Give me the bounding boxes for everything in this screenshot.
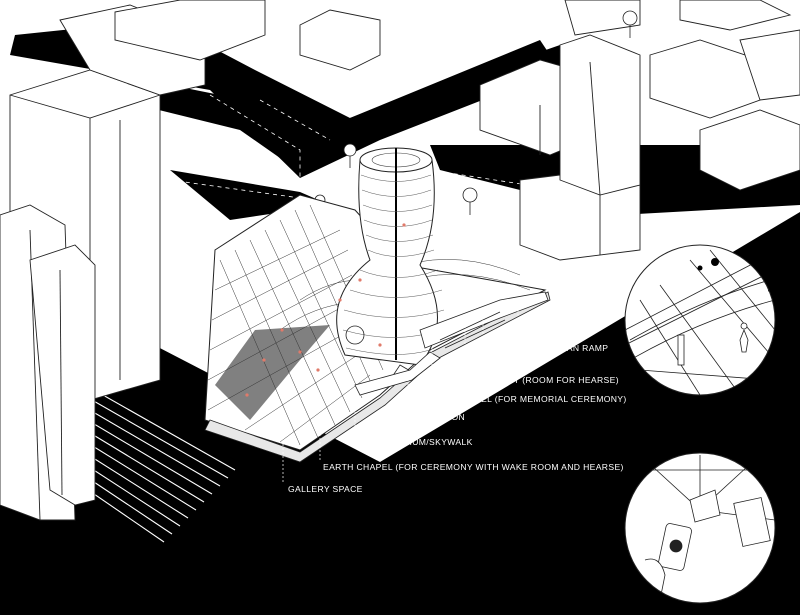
label-gallery-space: GALLERY SPACE [288,484,363,494]
detail-view-canopy [624,244,776,396]
label-mortuary: MORTUARY (ROOM FOR HEARSE) [468,375,619,385]
label-pedestrian-ramp: PEDESTRIAN RAMP [521,343,609,353]
leader-lines [282,298,519,482]
label-columbarium: COLUMBARIUM/SKYWALK [358,437,473,447]
lane-markings [169,94,561,199]
base-buildings [354,291,549,396]
detail-view-visitor [624,452,776,604]
program-markers [245,223,406,397]
label-earth-chapel: EARTH CHAPEL (FOR CEREMONY WITH WAKE ROO… [323,462,624,472]
label-cremation: CREMATION [411,412,466,422]
label-sky-chapel: SKY CHAPEL (FOR MEMORIAL CEREMONY) [435,394,627,404]
context-buildings [0,0,800,521]
label-chapel: CHAPEL [487,363,524,373]
